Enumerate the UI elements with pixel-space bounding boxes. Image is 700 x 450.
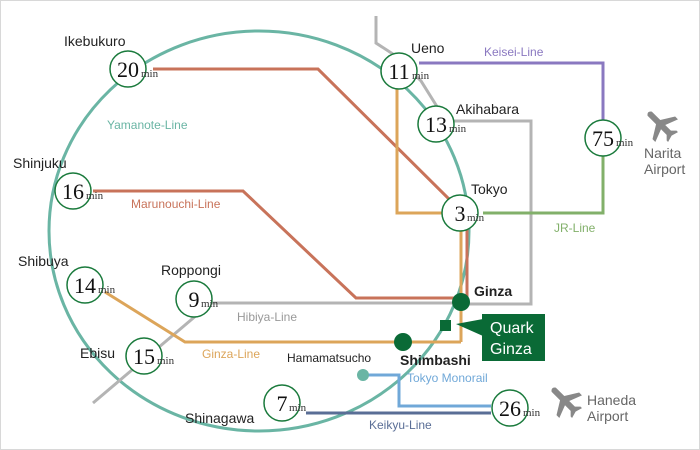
ginza-station-label: Ginza: [474, 283, 512, 299]
travel-minutes: 7: [277, 391, 288, 416]
station-ring: [584, 119, 622, 157]
quark-ginza-location-marker[interactable]: [440, 320, 451, 331]
ginza-station-marker[interactable]: [452, 293, 470, 311]
destination-name-line1: Quark: [490, 320, 535, 337]
haneda-airport-label-line2: Airport: [587, 408, 628, 424]
tokyo-monorail-line: [363, 373, 491, 408]
travel-minutes: 13: [425, 112, 447, 137]
station-name-shinjuku: Shinjuku: [13, 155, 67, 171]
travel-minutes: 16: [62, 179, 84, 204]
station-ring: [441, 194, 479, 232]
travel-minutes: 11: [388, 59, 409, 84]
station-name-akihabara: Akihabara: [456, 101, 519, 117]
minutes-unit: min: [616, 137, 634, 149]
station-name-roppongi: Roppongi: [161, 262, 221, 278]
minutes-unit: min: [449, 123, 467, 135]
keisei-line: [419, 61, 605, 121]
quark-ginza-callout[interactable]: [482, 314, 545, 361]
minutes-unit: min: [412, 70, 430, 82]
marunouchi-line-shinjuku: [93, 189, 461, 300]
minutes-unit: min: [141, 68, 159, 80]
yamanote-line: [47, 29, 471, 433]
tokyo-monorail-label: Tokyo Monorail: [407, 371, 488, 385]
minutes-unit: min: [201, 298, 219, 310]
station-ring: [491, 389, 529, 427]
keisei-line-label: Keisei-Line: [484, 45, 544, 59]
shimbashi-station-marker[interactable]: [394, 333, 412, 351]
travel-minutes: 15: [133, 344, 155, 369]
travel-minutes: 14: [74, 273, 96, 298]
ginza-line-ueno: [395, 71, 461, 215]
minutes-unit: min: [157, 355, 175, 367]
hamamatsucho-station-marker[interactable]: [357, 369, 369, 381]
travel-minutes: 9: [189, 287, 200, 312]
travel-minutes: 20: [117, 57, 139, 82]
station-ring: [417, 105, 455, 143]
station-ring: [54, 172, 92, 210]
jr-line-label: JR-Line: [554, 221, 596, 235]
travel-minutes: 75: [592, 126, 614, 151]
station-ring: [109, 50, 147, 88]
narita-airport-label-line1: Narita: [644, 145, 682, 161]
callout-pointer: [456, 319, 483, 336]
narita-airport-label-line2: Airport: [644, 161, 685, 177]
haneda-airplane-icon: [551, 387, 582, 418]
station-ring: [125, 337, 163, 375]
ginza-line-shibuya: [104, 290, 461, 344]
station-ring: [175, 280, 213, 318]
minutes-unit: min: [523, 407, 541, 419]
station-ring: [380, 52, 418, 90]
station-ring: [263, 384, 301, 422]
keikyu-line-label: Keikyu-Line: [369, 418, 432, 432]
station-name-ebisu: Ebisu: [80, 345, 115, 361]
jr-line: [483, 154, 605, 215]
minutes-unit: min: [86, 190, 104, 202]
ginza-line-label: Ginza-Line: [202, 347, 260, 361]
station-name-ikebukuro: Ikebukuro: [64, 33, 126, 49]
hamamatsucho-station-label: Hamamatsucho: [287, 351, 371, 365]
station-name-shibuya: Shibuya: [18, 253, 69, 269]
hibiya-line-label: Hibiya-Line: [237, 310, 297, 324]
marunouchi-line-label: Marunouchi-Line: [131, 197, 221, 211]
destination-name-line2: Ginza: [490, 341, 532, 358]
minutes-unit: min: [289, 402, 307, 414]
station-name-shinagawa: Shinagawa: [185, 410, 254, 426]
station-name-tokyo: Tokyo: [471, 181, 508, 197]
yamanote-line-label: Yamanote-Line: [107, 118, 188, 132]
haneda-airport-label-line1: Haneda: [587, 392, 636, 408]
station-ring: [66, 266, 104, 304]
minutes-unit: min: [98, 284, 116, 296]
travel-minutes: 26: [499, 396, 521, 421]
travel-minutes: 3: [455, 201, 466, 226]
shimbashi-station-label: Shimbashi: [400, 352, 471, 368]
minutes-unit: min: [467, 212, 485, 224]
station-name-ueno: Ueno: [411, 40, 445, 56]
narita-airplane-icon: [647, 111, 678, 142]
